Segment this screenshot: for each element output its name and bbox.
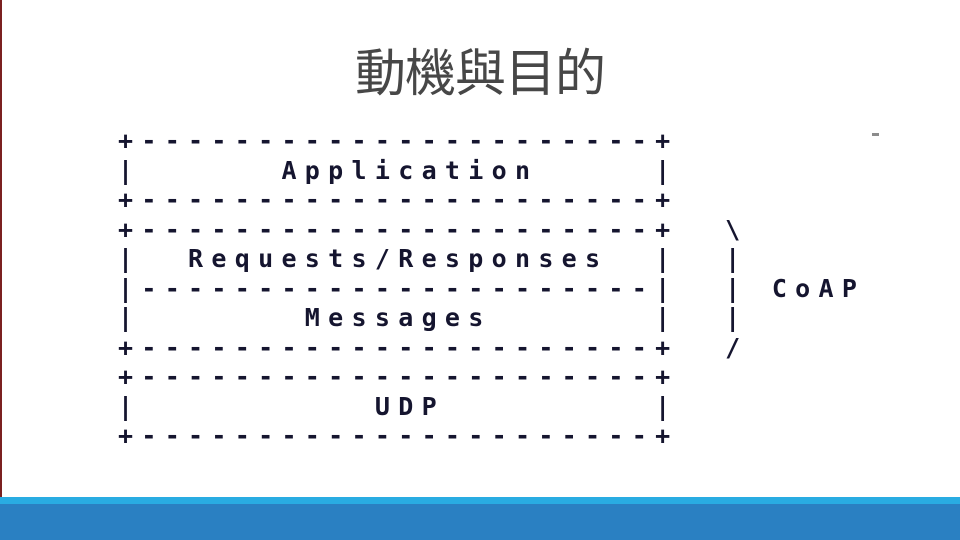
footer-accent-strip: [0, 497, 960, 504]
coap-protocol-stack-ascii-diagram: +----------------------+ | Application |…: [118, 126, 866, 450]
slide-title: 動機與目的: [354, 45, 606, 104]
stray-dash-artifact: [872, 133, 879, 136]
left-edge-accent-line: [0, 0, 2, 497]
footer-bar: [0, 504, 960, 540]
